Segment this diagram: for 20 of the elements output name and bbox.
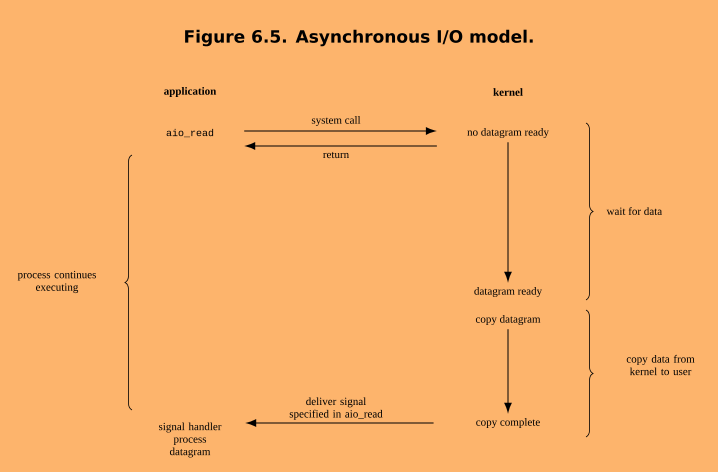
step-text: datagram ready (474, 287, 542, 297)
arrow (244, 127, 436, 135)
step-text: aio_read (166, 128, 214, 138)
text-label: kernel (493, 88, 523, 96)
edge-label: deliver signal specified in aio_read (290, 397, 383, 420)
arrow (504, 328, 512, 412)
edge-label: system call (312, 116, 360, 126)
text-label: wait for data (606, 207, 662, 215)
step-text: no datagram ready (467, 128, 549, 138)
arrow (246, 142, 438, 150)
text-label: copy data from kernel to user (626, 354, 695, 376)
step-text: copy complete (476, 418, 540, 428)
step-text: signal handler process datagram (159, 422, 222, 458)
arrow (246, 419, 434, 427)
step-text: copy datagram (476, 315, 540, 325)
edge-label: return (323, 152, 349, 158)
text-label: application (164, 87, 216, 97)
text-label: process continues executing (18, 270, 96, 294)
arrow (504, 142, 512, 282)
figure-title: Figure 6.5. Asynchronous I/O model. (185, 30, 533, 46)
